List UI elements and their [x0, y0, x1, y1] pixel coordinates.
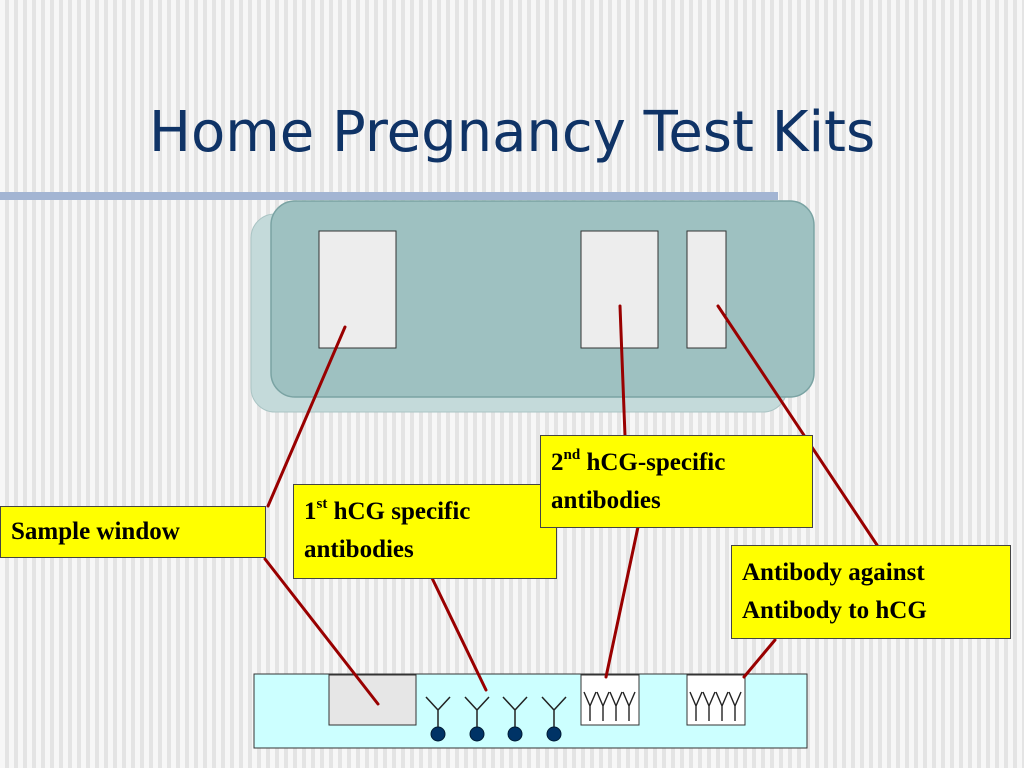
- first-antibodies-line2: antibodies: [304, 536, 414, 563]
- ordinal-number: 1: [304, 498, 317, 525]
- leader-control-bottom: [742, 638, 777, 679]
- ordinal-number: 2: [551, 449, 564, 476]
- antibody-dot: [507, 726, 523, 742]
- control-window: [686, 230, 727, 349]
- ordinal-suffix: nd: [563, 446, 581, 463]
- first-antibodies-line1: 1st hCG specific: [304, 493, 546, 531]
- control-line-antibodies: [689, 691, 742, 721]
- leader-sample-window-top: [266, 325, 347, 508]
- antibody-against-line1: Antibody against: [742, 559, 925, 586]
- ordinal-suffix: st: [316, 495, 328, 512]
- leader-second-antibodies-bottom: [604, 525, 640, 679]
- leader-second-antibodies-top: [618, 304, 627, 438]
- label-first-antibodies: 1st hCG specific antibodies: [293, 484, 557, 579]
- antibody-dot: [430, 726, 446, 742]
- antibody-label-dots: [430, 726, 562, 742]
- sample-window: [318, 230, 397, 349]
- antibody-dot: [546, 726, 562, 742]
- second-antibodies-line2: antibodies: [551, 487, 661, 514]
- label-antibody-against: Antibody against Antibody to hCG: [731, 545, 1011, 639]
- leader-control-top: [716, 304, 879, 547]
- first-antibodies-text: hCG specific: [327, 498, 471, 525]
- label-sample-window: Sample window: [0, 506, 266, 558]
- slide-title: Home Pregnancy Test Kits: [148, 100, 876, 165]
- antibody-dot: [469, 726, 485, 742]
- test-line-antibodies: [583, 691, 636, 721]
- sample-window-text: Sample window: [11, 518, 180, 545]
- second-antibodies-line1: 2nd hCG-specific: [551, 444, 802, 482]
- leader-lines: [263, 304, 879, 706]
- strip-sample-pad: [328, 674, 417, 726]
- second-antibodies-text: hCG-specific: [580, 449, 726, 476]
- antibody-against-line2: Antibody to hCG: [742, 597, 927, 624]
- title-underline: [0, 192, 778, 200]
- test-device-body: [270, 200, 815, 398]
- label-second-antibodies: 2nd hCG-specific antibodies: [540, 435, 813, 528]
- leader-first-antibodies: [430, 576, 488, 692]
- leader-sample-window-bottom: [263, 557, 380, 706]
